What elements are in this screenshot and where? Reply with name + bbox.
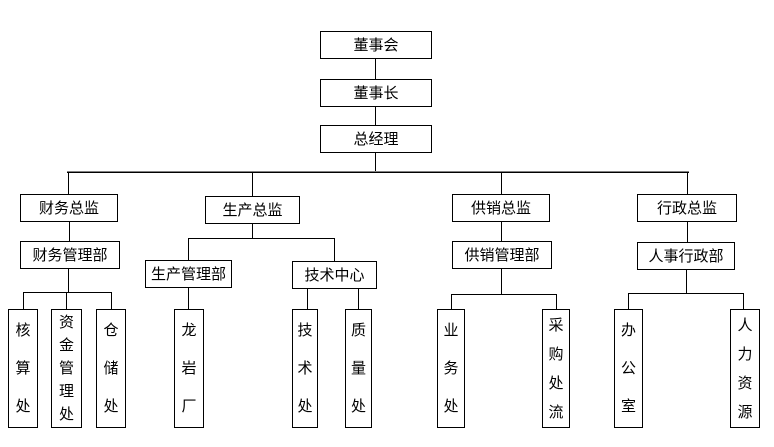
connector-main-bus bbox=[67, 172, 689, 173]
node-hr-admin-dept: 人事行政部 bbox=[637, 242, 735, 270]
node-supply-director: 供销总监 bbox=[452, 194, 550, 222]
connector-production-bus bbox=[188, 238, 335, 239]
node-warehouse-office: 仓储处 bbox=[96, 309, 126, 428]
connector-finance-dept bbox=[69, 222, 70, 241]
connector-chairman-gm bbox=[375, 107, 376, 125]
node-procurement-office: 采购处流 bbox=[542, 309, 570, 428]
connector-gm-bus bbox=[375, 153, 376, 172]
node-tech-office: 技术处 bbox=[292, 309, 318, 428]
node-quality-office: 质量处 bbox=[345, 309, 372, 428]
connector-supply-dept-bus bbox=[501, 269, 502, 294]
connector-bus-production bbox=[252, 173, 253, 196]
connector-finance-offices-bus bbox=[23, 292, 112, 293]
node-longyan-factory: 龙岩厂 bbox=[174, 309, 204, 428]
node-finance-dept: 财务管理部 bbox=[20, 241, 120, 269]
node-hr-office: 人力资源 bbox=[730, 309, 760, 428]
node-finance-director: 财务总监 bbox=[20, 194, 118, 222]
node-production-director: 生产总监 bbox=[205, 196, 300, 224]
connector-to-production-dept bbox=[188, 238, 189, 260]
node-tech-center: 技术中心 bbox=[292, 261, 377, 289]
connector-to-hr-office bbox=[743, 293, 744, 309]
node-production-dept: 生产管理部 bbox=[145, 260, 232, 288]
connector-to-business bbox=[451, 294, 452, 309]
node-general-manager: 总经理 bbox=[320, 125, 432, 153]
connector-to-warehouse bbox=[111, 292, 112, 309]
connector-to-longyan bbox=[188, 288, 189, 309]
node-supply-dept: 供销管理部 bbox=[452, 241, 552, 269]
connector-hr-offices-bus bbox=[628, 293, 744, 294]
connector-hr-dept-bus bbox=[686, 270, 687, 293]
connector-to-tech-center bbox=[334, 238, 335, 261]
connector-to-procurement bbox=[556, 294, 557, 309]
connector-hr-admin-dept bbox=[687, 222, 688, 242]
connector-to-accounting bbox=[23, 292, 24, 309]
connector-to-quality bbox=[358, 289, 359, 309]
connector-finance-dept-bus bbox=[68, 269, 69, 292]
connector-to-general-office bbox=[628, 293, 629, 309]
connector-board-chairman bbox=[375, 59, 376, 79]
connector-bus-admin bbox=[687, 173, 688, 194]
node-general-office: 办公室 bbox=[614, 309, 643, 428]
connector-bus-supply bbox=[501, 173, 502, 194]
node-accounting-office: 核算处 bbox=[8, 309, 38, 428]
node-business-office: 业务处 bbox=[437, 309, 465, 428]
connector-supply-offices-bus bbox=[451, 294, 557, 295]
node-board-of-directors: 董事会 bbox=[320, 31, 432, 59]
connector-supply-dept bbox=[501, 222, 502, 241]
node-chairman: 董事长 bbox=[320, 79, 432, 107]
connector-production-split bbox=[252, 224, 253, 238]
connector-bus-finance bbox=[68, 173, 69, 194]
node-fund-mgmt-office: 资金管理处 bbox=[51, 309, 82, 428]
connector-to-fund-mgmt bbox=[66, 292, 67, 309]
node-admin-director: 行政总监 bbox=[637, 194, 737, 222]
connector-to-tech-office bbox=[307, 289, 308, 309]
